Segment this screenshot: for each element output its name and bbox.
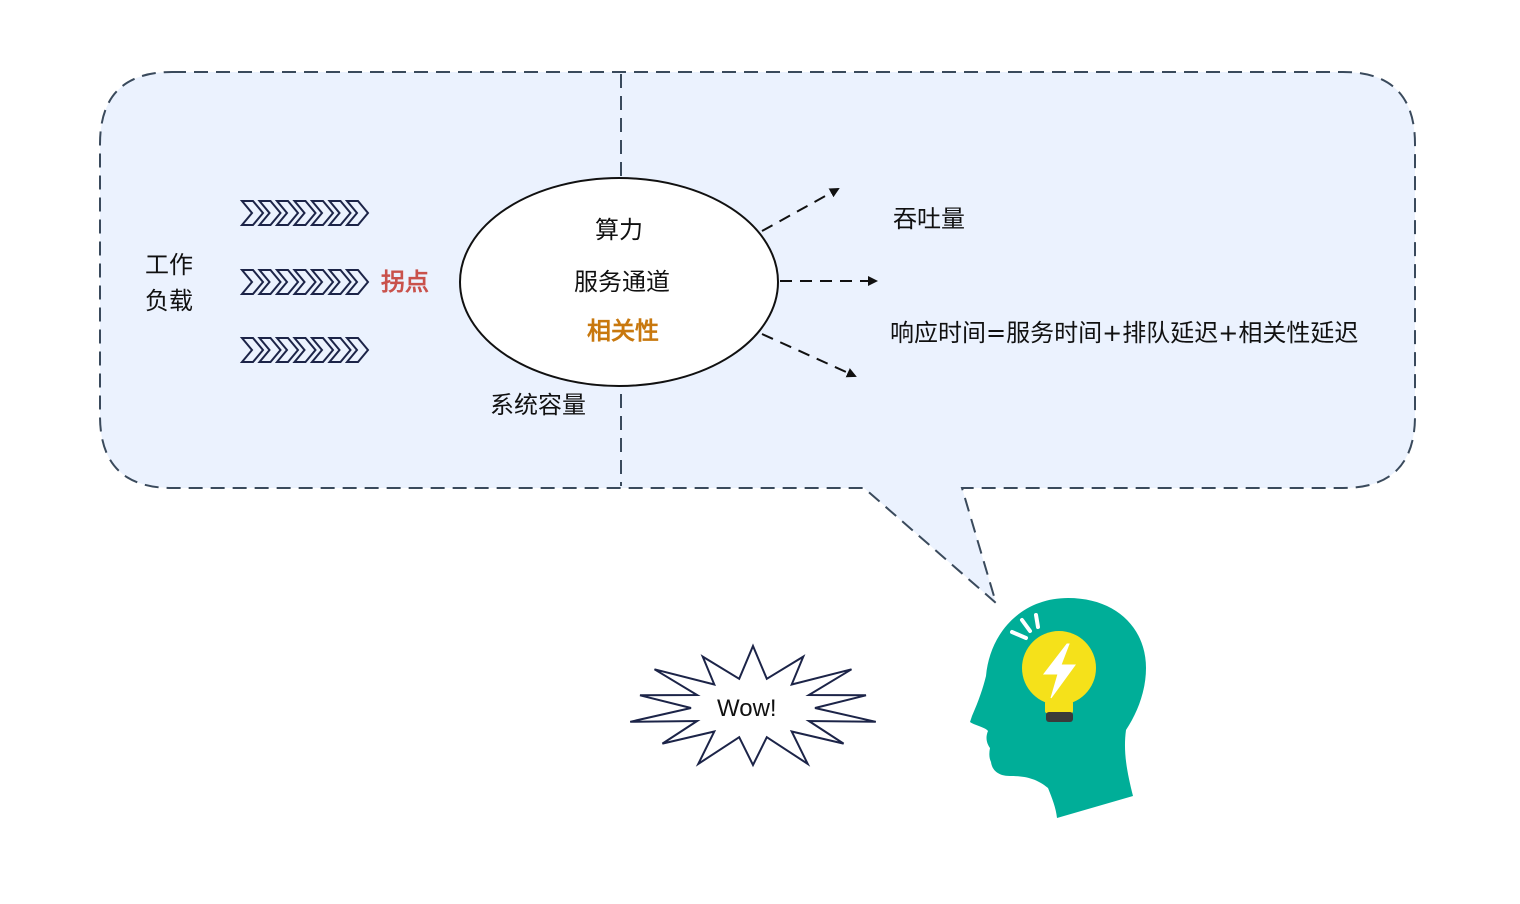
chevron-arrow-icon — [309, 337, 335, 363]
workload-chevrons — [239, 200, 370, 363]
chevron-arrow-icon — [257, 200, 282, 226]
correlation-label: 相关性 — [587, 317, 659, 345]
chevron-arrow-icon — [274, 337, 300, 363]
system-capacity-label: 系统容量 — [490, 391, 586, 419]
chevron-arrow-icon — [274, 269, 300, 295]
throughput-arrow — [761, 188, 840, 232]
chevron-arrow-icon — [274, 200, 300, 226]
speech-bubble — [99, 71, 1416, 607]
chevron-arrow-icon — [327, 337, 352, 363]
chevron-arrow-icon — [257, 269, 282, 295]
chevron-arrow-icon — [327, 269, 352, 295]
service-channel-label: 服务通道 — [574, 268, 670, 296]
chevron-arrow-icon — [344, 269, 370, 295]
chevron-arrow-icon — [292, 337, 317, 363]
throughput-label: 吞吐量 — [893, 205, 965, 233]
lightning-icon — [1042, 643, 1076, 699]
chevron-arrow-icon — [292, 269, 317, 295]
chevron-arrow-icon — [239, 269, 265, 295]
chevron-arrow-icon — [257, 337, 282, 363]
response-time-formula: 响应时间=服务时间+排队延迟+相关性延迟 — [890, 319, 1359, 347]
chevron-arrow-icon — [344, 200, 370, 226]
sparkle-lines — [1010, 613, 1040, 640]
response-arrow-lower — [761, 333, 857, 378]
system-ellipse — [459, 177, 779, 387]
inflection-point-label: 拐点 — [381, 268, 429, 296]
starburst-icon — [629, 643, 877, 768]
chevron-arrow-icon — [327, 200, 352, 226]
chevron-arrow-icon — [309, 269, 335, 295]
chevron-arrow-icon — [239, 337, 265, 363]
chevron-arrow-icon — [292, 200, 317, 226]
chevron-arrow-icon — [239, 200, 265, 226]
compute-label: 算力 — [595, 216, 643, 244]
wow-label: Wow! — [717, 695, 777, 722]
workload-label-line2: 负载 — [145, 287, 193, 315]
chevron-arrow-icon — [344, 337, 370, 363]
chevron-arrow-icon — [309, 200, 335, 226]
workload-label-line1: 工作 — [145, 251, 193, 279]
thinking-head-icon — [970, 598, 1146, 818]
